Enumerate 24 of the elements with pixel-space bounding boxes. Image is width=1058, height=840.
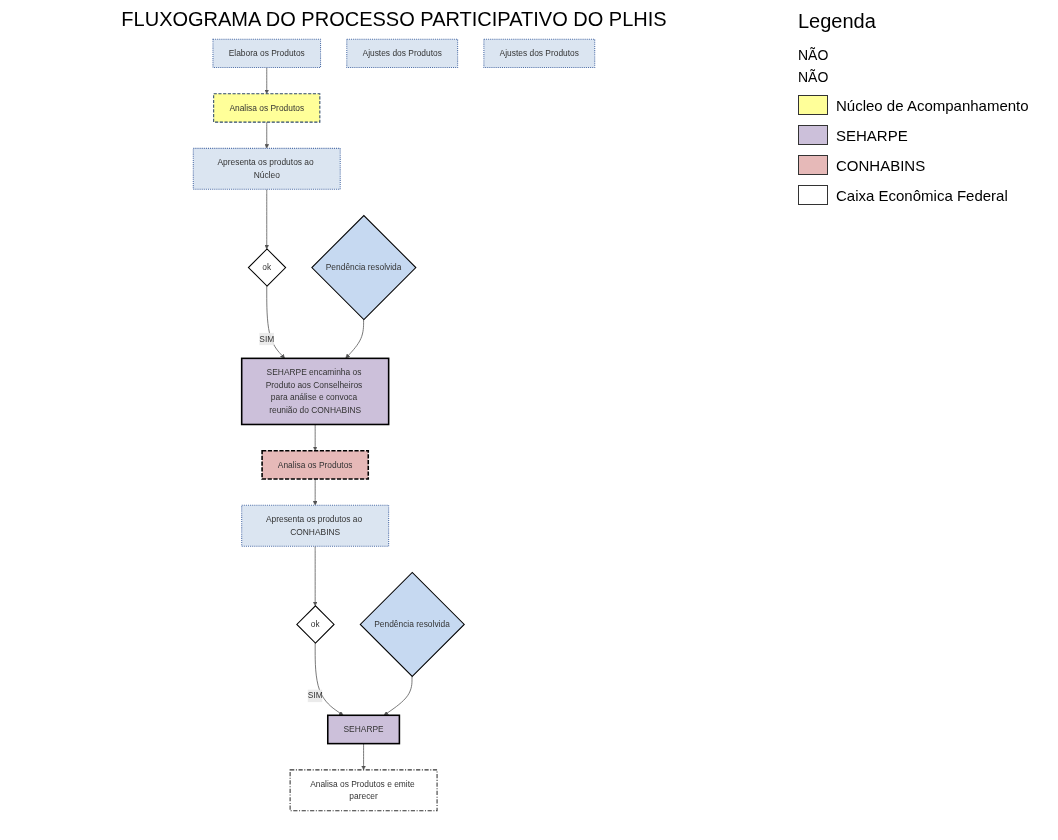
legend-heading: Legenda [798,10,877,33]
legend-label: SEHARPE [836,126,908,144]
node-box: Analisa os Produtos [261,449,370,480]
node-diamond: Pendência resolvida [359,571,465,678]
diagram-title: FLUXOGRAMA DO PROCESSO PARTICIPATIVO DO PLHIS [121,8,667,31]
note-label: NÃO [798,69,830,85]
node-box: Analisa os Produtos e emite parecer [289,769,438,812]
node-diamond: Pendência resolvida [311,214,417,321]
legend-label: Caixa Econômica Federal [836,186,1008,204]
node-box: SEHARPE encaminha os Produto aos Conselheiros para análise e convoca reunião do CONHABINS [240,357,390,426]
node-box: Ajustes dos Produtos [483,38,596,69]
node-box: Ajustes dos Produtos [346,38,459,69]
node-box: Apresenta os produtos ao CONHABINS [241,504,390,547]
edge-label: SIM [307,691,323,701]
node-box: Elabora os Produtos [212,38,322,69]
node-diamond: ok [247,248,287,287]
legend-label: CONHABINS [836,156,926,174]
node-box: Apresenta os produtos ao Núcleo [192,147,341,190]
node-box: Analisa os Produtos [213,93,321,123]
node-box: SEHARPE [327,714,401,745]
node-diamond: ok [296,605,335,644]
legend-label: Núcleo de Acompanhamento [836,96,1029,114]
edge-label: SIM [259,334,275,344]
note-label: NÃO [798,47,830,63]
